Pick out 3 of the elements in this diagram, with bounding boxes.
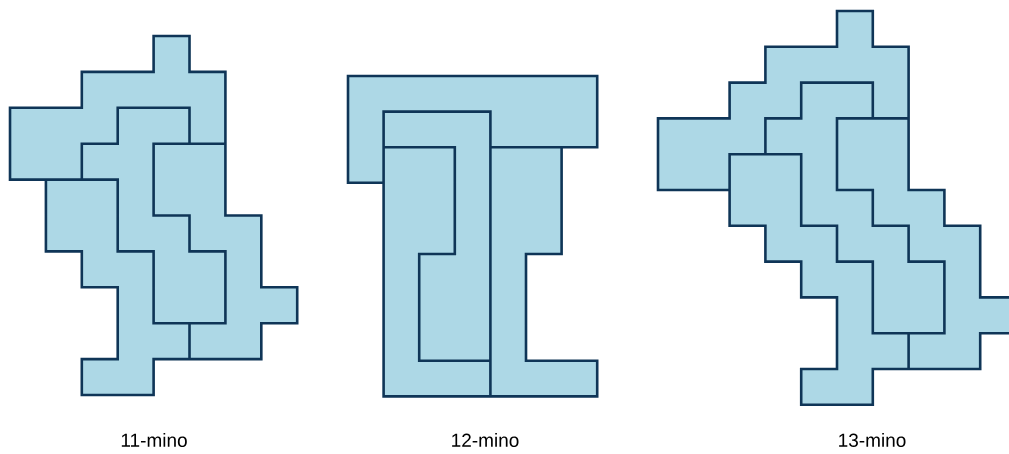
figure-caption: 13-mino bbox=[839, 433, 906, 447]
figure-caption: 11-mino bbox=[121, 433, 187, 447]
figure-caption: 12-mino bbox=[452, 433, 519, 447]
